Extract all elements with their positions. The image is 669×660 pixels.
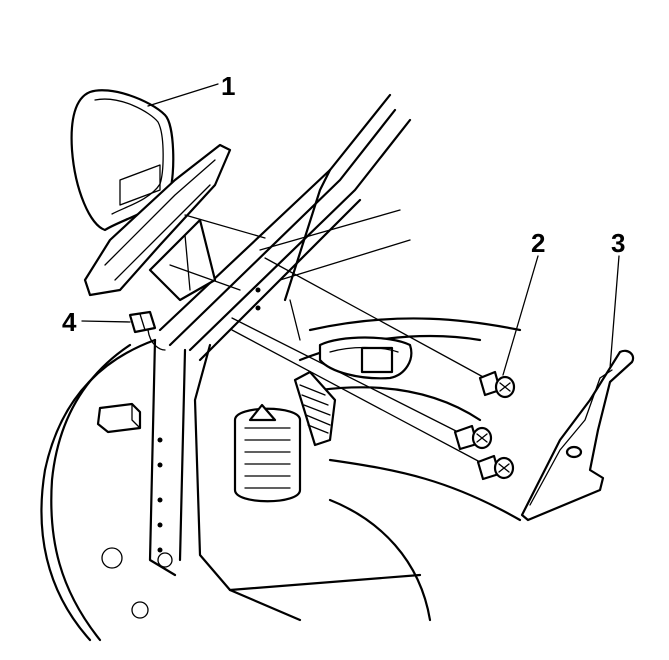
screw-middle [453, 424, 493, 451]
leader-lines [81, 83, 620, 376]
trim-panel [520, 349, 635, 522]
screw-lower [476, 454, 515, 481]
wiring-connector [128, 310, 166, 351]
callout-label-2: 2 [531, 228, 545, 258]
vent-grille [233, 370, 337, 503]
callout-label-1: 1 [221, 71, 235, 101]
screw-upper [478, 370, 516, 399]
door-handle [318, 336, 413, 380]
projection-lines [231, 257, 486, 463]
outside-mirror [70, 89, 266, 302]
callout-label-3: 3 [611, 228, 625, 258]
callout-label-4: 4 [62, 307, 77, 337]
screws [453, 370, 516, 481]
